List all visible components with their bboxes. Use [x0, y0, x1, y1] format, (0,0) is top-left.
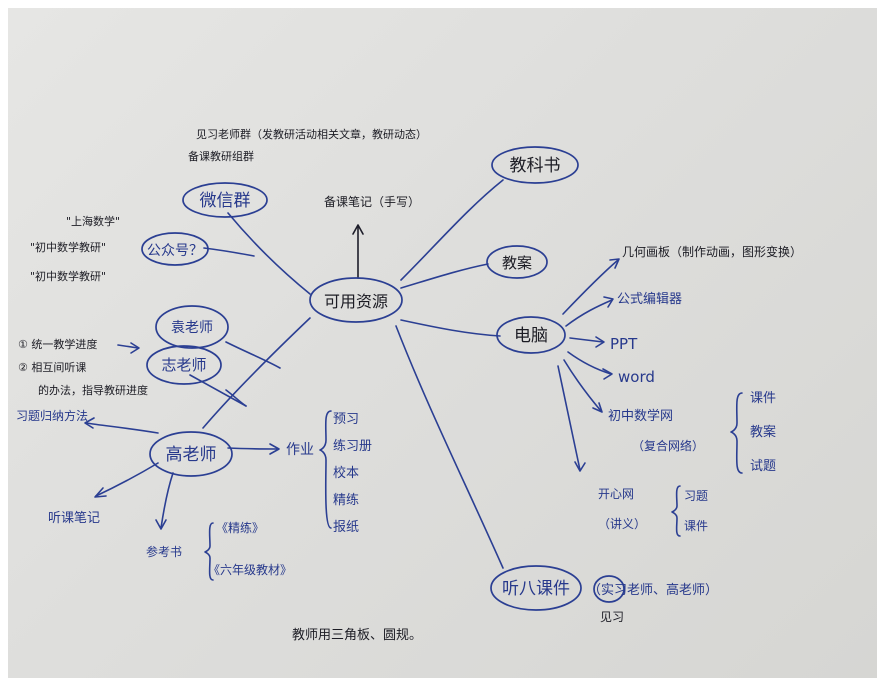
zhi-ellipse: [146, 345, 222, 385]
paper-sheet: 可用资源 微信群 公众号？ 教科书 教案 电脑 袁老师 志老师 高老师 听八课件…: [8, 8, 877, 678]
line-center-gao: [202, 317, 311, 429]
gongzhonghao-ellipse: [141, 232, 209, 266]
diannao-label: 电脑: [514, 326, 548, 346]
diannao-item-word: word: [618, 368, 655, 386]
book-jinglian: 《精练》: [216, 520, 264, 535]
line-center-shiting: [395, 325, 504, 569]
zhi-note-2: ② 相互间听课: [18, 361, 86, 374]
gao-item-cankaoshu: 参考书: [146, 544, 182, 559]
weixin-ellipse: [182, 182, 268, 218]
zhi-label: 志老师: [161, 356, 206, 374]
line-center-weixin: [227, 212, 311, 295]
book-liunianji: 《六年级教材》: [208, 562, 292, 577]
diannao-item-kaixin: 开心网: [598, 487, 634, 501]
arrow-center-up: [352, 224, 364, 279]
diannao-item-gongshi: 公式编辑器: [617, 292, 682, 307]
brace-zuoye: [319, 410, 332, 529]
node-outlines: [141, 146, 625, 611]
gao-label: 高老师: [166, 445, 217, 465]
yuan-ellipse: [155, 305, 229, 349]
zuoye-item-yuxi: 预习: [333, 412, 359, 427]
diannao-item-fuhe: （复合网络）: [632, 438, 704, 453]
arrows: [84, 258, 620, 530]
diannao-ellipse: [496, 316, 566, 354]
braces: [204, 392, 743, 581]
diannao-item-ppt: PPT: [610, 335, 638, 353]
top-note: 备课笔记（手写）: [324, 194, 420, 209]
weixin-note-2: 备课教研组群: [188, 149, 254, 163]
diannao-item-shuxuewang: 初中数学网: [608, 408, 673, 424]
line-center-jiaoan: [400, 263, 489, 289]
line-yuan: [225, 341, 281, 369]
zuoye-item-lianxice: 练习册: [333, 439, 372, 454]
jiaoan-ellipse: [486, 245, 548, 279]
wang-item-kejian: 课件: [750, 391, 776, 406]
gzh-item-2: "初中数学教研": [30, 240, 106, 254]
wang-item-jiaoan: 教案: [750, 424, 776, 440]
brace-kaixin: [671, 485, 681, 537]
shiting-sub: 见习: [600, 610, 624, 624]
kaixin-item-xiti: 习题: [684, 489, 708, 503]
gao-item-tingke: 听课笔记: [48, 510, 100, 526]
mind-map: 可用资源 微信群 公众号？ 教科书 教案 电脑 袁老师 志老师 高老师 听八课件…: [16, 127, 802, 643]
jiaoan-label: 教案: [502, 254, 532, 272]
shiting-label: 听八课件: [502, 579, 570, 599]
zhi-note-1: ① 统一教学进度: [18, 337, 97, 351]
zuoye-item-baozhi: 报纸: [333, 520, 359, 535]
zhi-note-3: 的办法，指导教研进度: [38, 383, 148, 397]
jiaokeshu-ellipse: [491, 146, 579, 184]
gao-ellipse: [149, 431, 233, 477]
kaixin-item-kejian: 课件: [684, 519, 708, 533]
line-gongzhonghao: [203, 247, 255, 257]
gongzhonghao-label: 公众号？: [147, 243, 203, 259]
connector-lines: [202, 179, 504, 569]
weixin-label: 微信群: [200, 191, 251, 211]
gzh-item-1: "上海数学": [66, 214, 120, 228]
weixin-note-1: 见习老师群（发教研活动相关文章，教研动态）: [196, 127, 427, 141]
gao-item-xiti: 习题归纳方法: [16, 408, 88, 423]
center-ellipse: [309, 277, 403, 323]
zuoye-item-jinglian: 精练: [333, 493, 359, 508]
brace-books: [204, 522, 214, 581]
diannao-item-jiangyi: （讲义）: [598, 516, 646, 531]
gzh-item-3: "初中数学教研": [30, 269, 106, 283]
shiting-ellipse: [490, 565, 582, 611]
jiaokeshu-label: 教科书: [510, 156, 561, 176]
yuan-label: 袁老师: [171, 320, 213, 336]
zuoye-item-xiaoben: 校本: [333, 465, 359, 481]
line-center-diannao: [400, 319, 501, 337]
shiting-note: （实习老师、高老师）: [588, 582, 718, 598]
gao-item-zuoye: 作业: [286, 442, 314, 458]
line-center-jiaokeshu: [400, 179, 504, 281]
shi-circle: [593, 575, 625, 603]
brace-wang: [730, 392, 743, 474]
diannao-item-jihe: 几何画板（制作动画，图形变换）: [622, 244, 802, 259]
wang-item-shiti: 试题: [750, 459, 776, 474]
center-label: 可用资源: [324, 292, 388, 311]
bottom-note: 教师用三角板、圆规。: [292, 627, 422, 643]
